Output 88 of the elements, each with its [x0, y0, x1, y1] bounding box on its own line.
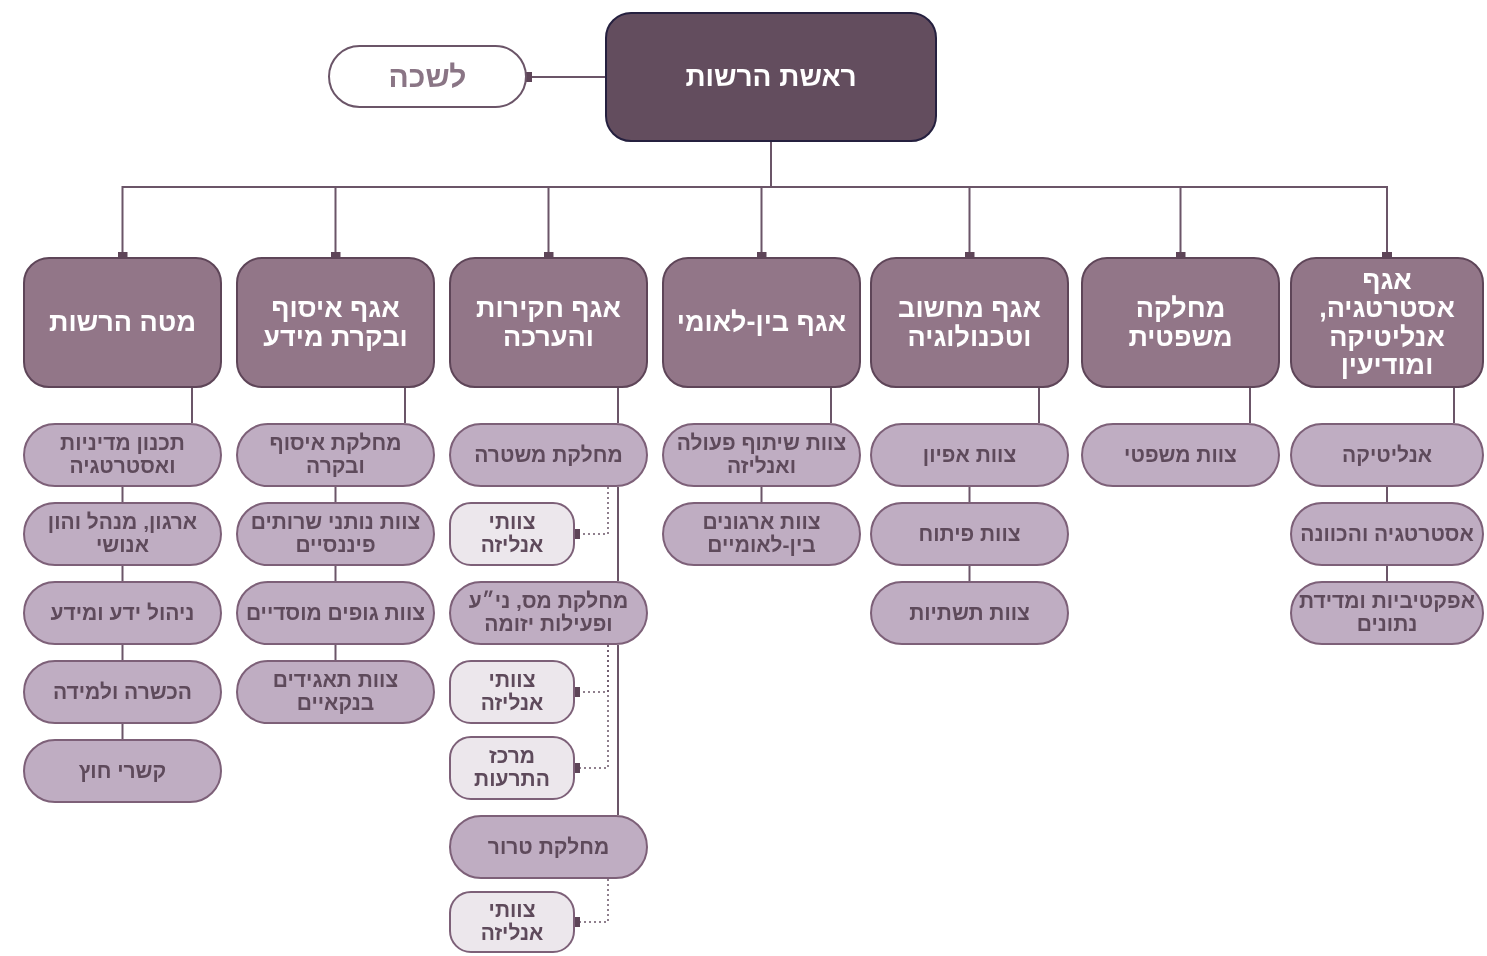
node-label: צוות נותני שרותים פיננסיים: [249, 511, 422, 557]
node-label: אגף בין-לאומי: [676, 308, 847, 337]
team-box: [449, 891, 575, 953]
node-label: לשכה: [388, 59, 467, 95]
connector-line: [334, 565, 337, 582]
unit-box: [23, 423, 222, 487]
connector-line: [1038, 387, 1040, 424]
unit-box: [662, 502, 861, 566]
connector-line: [121, 723, 124, 740]
node-label: ניהול ידע ומידע: [50, 601, 195, 625]
node-label: קשרי חוץ: [78, 759, 167, 783]
node-label: מחלקת מס, ני״ע ופעילות יזומה: [467, 590, 630, 636]
node-label: מטה הרשות: [49, 308, 196, 337]
team-box: [449, 660, 575, 724]
connector-line: [617, 387, 619, 424]
node-label: צוות אפיון: [922, 443, 1017, 467]
unit-box: [449, 581, 648, 645]
unit-box: [1290, 423, 1484, 487]
unit-box: [23, 739, 222, 803]
connector-line: [1386, 486, 1388, 503]
node-label: אגף אסטרטגיה, אנליטיקה ומודיעין: [1318, 265, 1456, 380]
node-label: מחלקת איסוף ובקרה: [268, 432, 403, 478]
connector-line: [617, 644, 619, 816]
unit-box: [1081, 423, 1280, 487]
node-label: מחלקת משטרה: [474, 443, 623, 467]
node-label: צוות פיתוח: [918, 522, 1021, 546]
unit-box: [23, 660, 222, 724]
unit-box: [662, 423, 861, 487]
unit-box: [870, 502, 1069, 566]
node-label: אנליטיקה: [1342, 443, 1432, 467]
node-label: תכנון מדיניות ואסטרטגיה: [59, 432, 186, 478]
connector-line: [404, 387, 406, 424]
node-label: מחלקה משפטית: [1127, 294, 1234, 351]
node-label: ראשת הרשות: [685, 60, 857, 94]
connector-line: [1386, 565, 1388, 582]
connector-line: [830, 387, 832, 424]
unit-box: [870, 581, 1069, 645]
connector-line: [760, 486, 763, 503]
connector-line: [1249, 387, 1251, 424]
department-box: [236, 257, 435, 388]
head-box: [605, 12, 937, 142]
node-label: אגף מחשוב וטכנולוגיה: [897, 294, 1042, 351]
unit-box: [23, 581, 222, 645]
node-label: צוות משפטי: [1124, 443, 1237, 467]
department-box: [23, 257, 222, 388]
connector-line: [968, 565, 971, 582]
connector-line: [191, 387, 193, 424]
connector-line: [121, 565, 124, 582]
connector-line: [334, 644, 337, 661]
node-label: צוות תשתיות: [909, 601, 1030, 625]
node-label: צוות תאגידים בנקאיים: [271, 669, 400, 715]
unit-box: [236, 423, 435, 487]
connector-line: [968, 486, 971, 503]
unit-box: [236, 502, 435, 566]
unit-box: [1290, 502, 1484, 566]
node-label: אפקטיביות ומדידת נתונים: [1298, 590, 1476, 636]
department-box: [870, 257, 1069, 388]
node-label: אגף איסוף ובקרת מידע: [262, 294, 409, 351]
department-box: [1290, 257, 1484, 388]
unit-box: [449, 423, 648, 487]
department-box: [1081, 257, 1280, 388]
unit-box: [870, 423, 1069, 487]
unit-box: [236, 660, 435, 724]
connector-line: [121, 486, 124, 503]
unit-box: [23, 502, 222, 566]
node-label: צוות שיתוף פעולה ואנליזה: [675, 432, 848, 478]
node-label: אגף חקירות והערכה: [475, 294, 622, 351]
team-box: [449, 736, 575, 800]
node-label: צוותי אנליזה: [479, 669, 545, 715]
connector-line: [617, 486, 619, 582]
department-box: [662, 257, 861, 388]
node-label: מרכז התרעות: [473, 745, 551, 791]
department-box: [449, 257, 648, 388]
node-label: צוות ארגונים בין-לאומיים: [701, 511, 822, 557]
node-label: צוותי אנליזה: [479, 511, 545, 557]
node-label: צוותי אנליזה: [479, 899, 545, 945]
node-label: ארגון, מנהל והון אנושי: [46, 511, 199, 557]
node-label: הכשרה ולמידה: [52, 680, 193, 704]
unit-box: [449, 815, 648, 879]
unit-box: [236, 581, 435, 645]
team-box: [449, 502, 575, 566]
node-label: מחלקת טרור: [487, 835, 610, 859]
connector-line: [334, 486, 337, 503]
unit-box: [1290, 581, 1484, 645]
connector-line: [1453, 387, 1455, 424]
connector-line: [121, 644, 124, 661]
node-label: צוות גופים מוסדיים: [245, 601, 426, 625]
node-label: אסטרטגיה והכוונה: [1300, 522, 1474, 546]
